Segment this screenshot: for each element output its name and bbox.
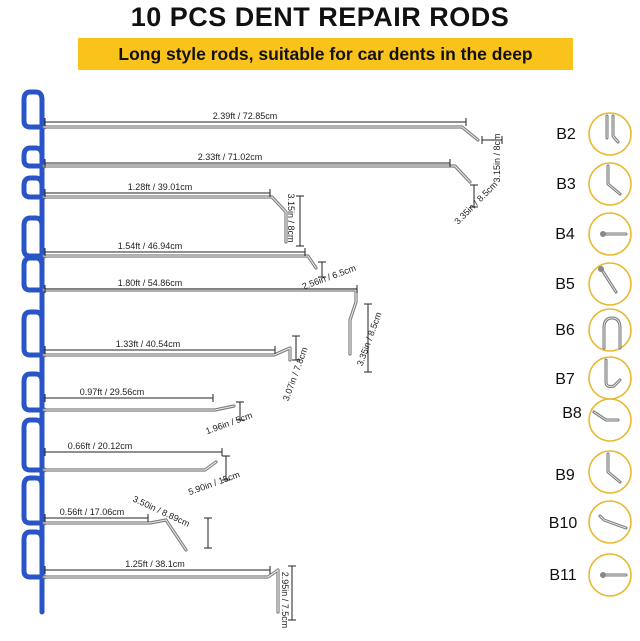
rod-bend-label: 3.35in / 8.5cm [355, 311, 384, 368]
rod-length-label: 0.66ft / 20.12cm [68, 441, 133, 451]
rod-shaft [42, 568, 280, 614]
rod-length-label: 1.25ft / 38.1cm [125, 559, 185, 569]
rod-shaft [42, 518, 188, 552]
tip-ring [588, 356, 632, 400]
tip-code-label: B8 [562, 405, 582, 422]
tip-b8: B8 [562, 398, 632, 442]
rod-handle [21, 255, 47, 343]
tip-ball [600, 231, 606, 237]
rod-4: 1.54ft / 46.94cm 2.56in / 6.5cm [21, 215, 358, 301]
rod-handle [21, 417, 47, 493]
rod-shaft [42, 254, 318, 270]
rod-shaft [42, 288, 358, 356]
tip-code-label: B5 [555, 276, 575, 293]
tip-ball [600, 572, 606, 578]
rod-bend-label: 2.56in / 6.5cm [301, 263, 358, 292]
tip-ring [588, 112, 632, 156]
tip-b4: B4 [555, 212, 632, 256]
rod-shaft [42, 195, 288, 244]
rod-handle [21, 475, 47, 553]
rod-length-label: 1.28ft / 39.01cm [128, 182, 193, 192]
rod-length-label: 1.33ft / 40.54cm [116, 339, 181, 349]
tip-code-label: B10 [549, 515, 578, 532]
rod-bend-label: 2.95in / 7.5cm [280, 572, 290, 629]
rod-1: 2.39ft / 72.85cm 3.15in / 8cm [21, 89, 503, 183]
rod-handle [21, 371, 47, 428]
tip-b2: B2 [556, 112, 632, 156]
rod-length-label: 2.33ft / 71.02cm [198, 152, 263, 162]
rod-bend-label: 3.07in / 7.8cm [281, 346, 310, 403]
tip-b11: B11 [549, 553, 632, 597]
tip-b3: B3 [556, 162, 632, 206]
tip-b10: B10 [549, 500, 632, 544]
tip-code-label: B9 [555, 467, 575, 484]
tip-ball [598, 266, 604, 272]
rod-bend-label: 3.15in / 8cm [492, 133, 502, 182]
rod-bend-label: 5.90in / 15cm [187, 469, 241, 497]
rod-handle [21, 309, 47, 383]
rod-10: 1.25ft / 38.1cm 2.95in / 7.5cm [21, 529, 296, 629]
tip-code-label: B4 [555, 226, 575, 243]
rod-length-label: 2.39ft / 72.85cm [213, 111, 278, 121]
subtitle-banner: Long style rods, suitable for car dents … [78, 38, 573, 70]
rod-length-label: 1.54ft / 46.94cm [118, 241, 183, 251]
rod-bend-label: 3.35in / 8.5cm [452, 179, 499, 226]
tip-code-label: B6 [555, 322, 575, 339]
page-title: 10 PCS DENT REPAIR RODS [130, 2, 510, 32]
rod-handle [21, 215, 47, 301]
tip-b6: B6 [555, 308, 632, 352]
tip-ring [588, 308, 632, 352]
rod-shaft [42, 164, 472, 184]
rod-handle [21, 529, 47, 615]
tip-code-label: B7 [555, 371, 575, 388]
rod-handle [21, 175, 47, 248]
rod-bend-label: 1.96in / 5cm [204, 410, 253, 436]
rod-shaft [42, 460, 218, 472]
rod-3: 1.28ft / 39.01cm 3.15in / 8cm [21, 175, 304, 248]
tip-b5: B5 [555, 262, 632, 306]
rod-6: 1.33ft / 40.54cm 3.07in / 7.8cm [21, 309, 310, 403]
rod-handle [21, 89, 47, 171]
rod-2: 2.33ft / 71.02cm 3.35in / 8.5cm [21, 145, 499, 226]
rod-length-label: 1.80ft / 54.86cm [118, 278, 183, 288]
rod-bend-label: 3.15in / 8cm [286, 193, 296, 242]
rod-length-label: 0.97ft / 29.56cm [80, 387, 145, 397]
rod-7: 0.97ft / 29.56cm 1.96in / 5cm [21, 371, 254, 436]
tip-b7: B7 [555, 356, 632, 400]
tip-code-label: B3 [556, 176, 576, 193]
tip-code-label: B2 [556, 126, 576, 143]
tip-code-label: B11 [549, 567, 576, 584]
rod-handle [21, 145, 47, 215]
tip-b9: B9 [555, 450, 632, 494]
rod-shaft [42, 404, 236, 412]
rod-length-label: 0.56ft / 17.06cm [60, 507, 125, 517]
rod-shaft [42, 125, 480, 142]
